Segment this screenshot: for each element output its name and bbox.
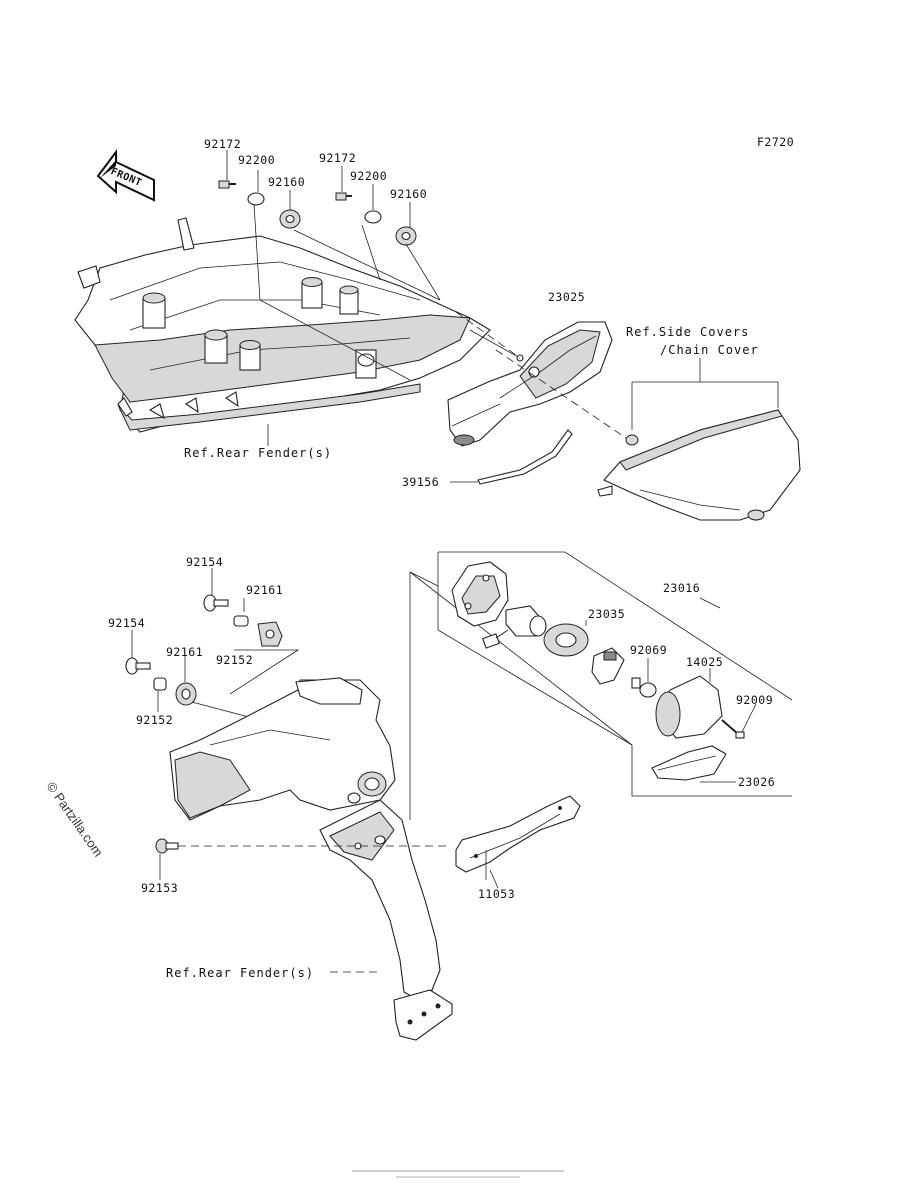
label-39156: 39156 <box>402 475 439 489</box>
label-11053: 11053 <box>478 887 515 901</box>
label-92172-b: 92172 <box>319 151 356 165</box>
label-23026: 23026 <box>738 775 775 789</box>
label-92161-b: 92161 <box>166 645 203 659</box>
label-92152-b: 92152 <box>136 713 173 727</box>
bolt-92154-left <box>125 657 151 675</box>
damper-92152-top <box>257 621 283 647</box>
label-23035: 23035 <box>588 607 625 621</box>
collar-92152-left <box>153 677 167 691</box>
rear-frame <box>74 217 491 433</box>
license-bracket-11053 <box>455 795 581 880</box>
label-92200-a: 92200 <box>238 153 275 167</box>
bulb-socket <box>505 605 547 637</box>
label-92009: 92009 <box>736 693 773 707</box>
rear-fender-bracket <box>169 677 453 1041</box>
lamp-housing <box>451 561 509 627</box>
label-92154-b: 92154 <box>108 616 145 630</box>
socket-connector <box>482 629 509 649</box>
collar-92161-top <box>233 615 249 627</box>
damper-92161-left <box>175 682 197 706</box>
label-92160-b: 92160 <box>390 187 427 201</box>
label-92154-a: 92154 <box>186 555 223 569</box>
seal-39156 <box>477 429 573 485</box>
label-92153: 92153 <box>141 881 178 895</box>
grommet-side-cover <box>625 434 639 446</box>
label-92200-b: 92200 <box>350 169 387 183</box>
label-14025: 14025 <box>686 655 723 669</box>
label-92161-a: 92161 <box>246 583 283 597</box>
watermark: © Partzilla.com <box>44 779 107 859</box>
copyright-line-2 <box>396 1176 520 1178</box>
ref-side-covers-line2: /Chain Cover <box>660 343 759 357</box>
label-92160-a: 92160 <box>268 175 305 189</box>
label-23016: 23016 <box>663 581 700 595</box>
washer-92200-right <box>364 210 382 224</box>
ref-rear-fender-bottom: Ref.Rear Fender(s) <box>166 966 314 980</box>
bolt-92153 <box>155 838 179 854</box>
front-arrow-icon: FRONT <box>96 149 155 202</box>
grommet-92160-left <box>279 209 301 229</box>
bulb-92069 <box>631 677 657 698</box>
copyright-line <box>352 1170 564 1172</box>
bolt-92172-right <box>335 192 352 201</box>
label-92172-a: 92172 <box>204 137 241 151</box>
lamp-cover-14025 <box>655 675 723 739</box>
screw-92009 <box>721 719 745 739</box>
washer-92200-left <box>247 192 265 206</box>
bulb-holder <box>591 647 625 685</box>
side-cover <box>597 409 801 521</box>
lens-23035 <box>543 623 589 657</box>
label-92069: 92069 <box>630 643 667 657</box>
gasket-23026 <box>651 745 727 781</box>
label-92152-a: 92152 <box>216 653 253 667</box>
label-23025: 23025 <box>548 290 585 304</box>
grommet-92160-right <box>395 226 417 246</box>
bolt-92154-top <box>203 594 229 612</box>
ref-side-covers-line1: Ref.Side Covers <box>626 325 749 339</box>
figure-code: F2720 <box>757 135 794 149</box>
tail-lamp-23025 <box>447 321 613 447</box>
bolt-92172-left <box>218 180 236 189</box>
ref-rear-fender-top: Ref.Rear Fender(s) <box>184 446 332 460</box>
